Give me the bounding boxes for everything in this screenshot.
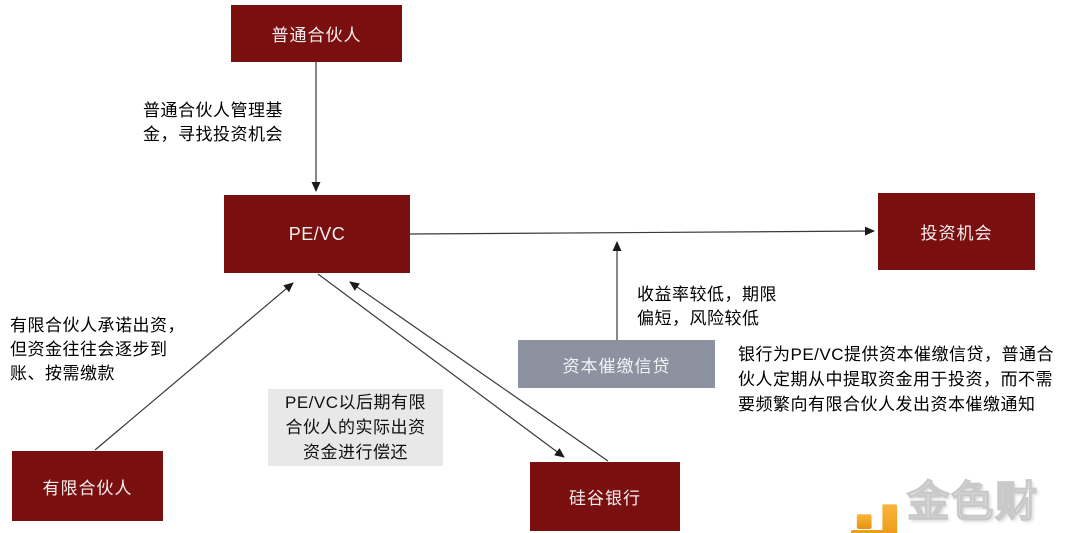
annotation-lp-commit: 有限合伙人承诺出资， 但资金往往会逐步到 账、按需缴款 [10, 314, 185, 386]
node-limited-partner-label: 有限合伙人 [42, 478, 133, 498]
repayment-note-line: PE/VC以后期有限 [284, 393, 427, 412]
annotation-line: 但资金往往会逐步到 [10, 340, 168, 359]
node-capital-call-credit: 资本催缴信贷 [518, 340, 715, 388]
node-investment-opportunity: 投资机会 [878, 193, 1035, 270]
repayment-note-line: 资金进行偿还 [303, 443, 408, 462]
node-silicon-valley-bank: 硅谷银行 [530, 462, 680, 531]
node-general-partner-label: 普通合伙人 [271, 26, 362, 45]
annotation-line: 收益率较低，期限 [637, 285, 777, 304]
node-capital-call-credit-label: 资本催缴信贷 [562, 356, 671, 376]
annotation-yield-note: 收益率较低，期限 偏短，风险较低 [637, 283, 777, 331]
annotation-line: 伙人定期从中提取资金用于投资，而不需 [738, 370, 1053, 389]
arrow-svb-to-pevc [349, 281, 609, 462]
annotation-bank-note: 银行为PE/VC提供资本催缴信贷，普通合 伙人定期从中提取资金用于投资，而不需 … [738, 342, 1054, 417]
node-investment-opportunity-label: 投资机会 [920, 224, 993, 243]
annotation-line: 有限合伙人承诺出资， [10, 316, 185, 335]
jinse-logo-icon [850, 504, 898, 533]
jinse-logo-text: 金色财经 [906, 477, 1040, 526]
annotation-line: 银行为PE/VC提供资本催缴信贷，普通合 [738, 345, 1055, 364]
jinse-finance-logo: 金色财经 [848, 468, 1080, 533]
arrow-pevc-to-investment [409, 226, 875, 236]
arrow-pevc-to-svb [317, 273, 565, 458]
annotation-line: 普通合伙人管理基 [143, 101, 283, 120]
node-limited-partner: 有限合伙人 [12, 451, 163, 521]
node-pevc-label: PE/VC [288, 223, 346, 244]
annotation-line: 金，寻找投资机会 [143, 125, 283, 144]
repayment-note-line: 合伙人的实际出资 [285, 418, 426, 437]
annotation-line: 账、按需缴款 [10, 364, 115, 383]
arrow-lp-to-pevc [94, 282, 294, 451]
annotation-gp-manages: 普通合伙人管理基 金，寻找投资机会 [143, 99, 283, 147]
annotation-line: 偏短，风险较低 [637, 309, 760, 328]
node-silicon-valley-bank-label: 硅谷银行 [569, 489, 641, 508]
node-general-partner: 普通合伙人 [231, 5, 402, 62]
annotation-line: 要频繁向有限合伙人发出资本催缴通知 [738, 395, 1036, 414]
node-repayment-note: PE/VC以后期有限 合伙人的实际出资 资金进行偿还 [268, 389, 443, 466]
node-pevc: PE/VC [224, 195, 410, 273]
